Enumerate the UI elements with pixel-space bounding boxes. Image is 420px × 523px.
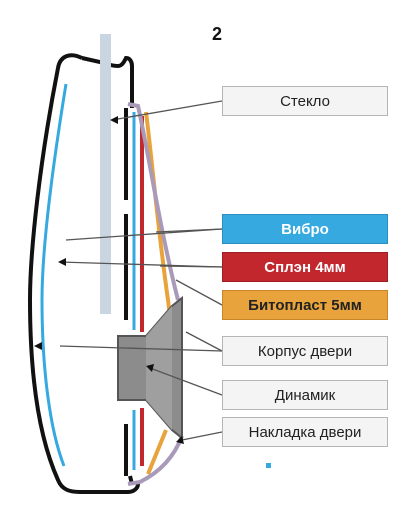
inner-door-panel	[124, 108, 134, 485]
outer-skin-vibro-layer	[40, 83, 68, 467]
label-vibro: Вибро	[222, 214, 388, 244]
door-outer-shell	[27, 53, 140, 494]
label-glass: Стекло	[222, 86, 388, 116]
label-splen: Сплэн 4мм	[222, 252, 388, 282]
speaker-cone-shade	[146, 306, 172, 430]
label-speaker: Динамик	[222, 380, 388, 410]
label-door-body: Корпус двери	[222, 336, 388, 366]
leader-lines	[59, 100, 223, 441]
glass-pane	[100, 34, 111, 314]
leader-arrowheads	[34, 116, 184, 444]
figure-number: 2	[212, 24, 223, 44]
blue-dot-marker	[266, 463, 271, 468]
label-bitoplast: Битопласт 5мм	[222, 290, 388, 320]
label-door-trim: Накладка двери	[222, 417, 388, 447]
